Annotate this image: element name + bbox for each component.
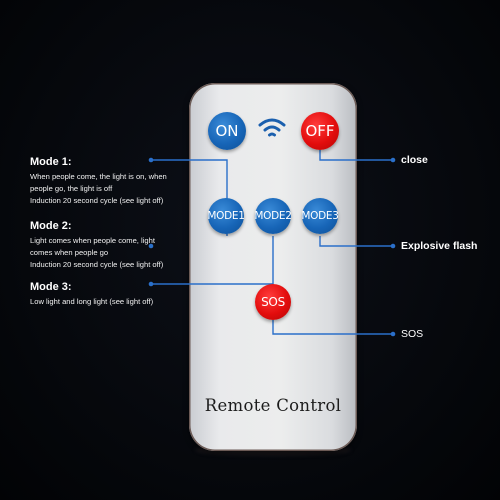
mode1-button[interactable]: MODE1 — [207, 198, 245, 234]
mode3-line: Low light and long light (see light off) — [30, 297, 154, 306]
close-label: close — [401, 154, 428, 166]
sos-button[interactable]: SOS — [255, 284, 291, 320]
mode1-annotation: Mode 1: When people come, the light is o… — [30, 156, 167, 207]
wifi-icon — [258, 118, 286, 137]
explosive-flash-label: Explosive flash — [401, 240, 478, 252]
remote-label: Remote Control — [204, 396, 342, 415]
mode3-annotation: Mode 3: Low light and long light (see li… — [30, 281, 153, 308]
connector-dot — [390, 331, 396, 337]
mode1-line: people go, the light is off — [30, 184, 113, 193]
mode3-button[interactable]: MODE3 — [301, 198, 339, 234]
sos-label: SOS — [401, 328, 424, 340]
mode2-line: Light comes when people come, light — [30, 236, 155, 245]
off-button[interactable]: OFF — [301, 112, 339, 150]
mode2-title: Mode 2: — [30, 220, 72, 232]
mode1-line: When people come, the light is on, when — [30, 172, 167, 181]
connector-dot — [390, 243, 396, 249]
mode1-line: Induction 20 second cycle (see light off… — [30, 196, 164, 205]
connector-dot — [390, 157, 396, 163]
mode2-line: Induction 20 second cycle (see light off… — [30, 260, 164, 269]
mode3-title: Mode 3: — [30, 281, 72, 293]
mode1-title: Mode 1: — [30, 156, 72, 168]
mode2-button[interactable]: MODE2 — [254, 198, 292, 234]
mode2-annotation: Mode 2: Light comes when people come, li… — [30, 220, 163, 271]
on-button[interactable]: ON — [208, 112, 246, 150]
mode2-line: comes when people go — [30, 248, 109, 257]
